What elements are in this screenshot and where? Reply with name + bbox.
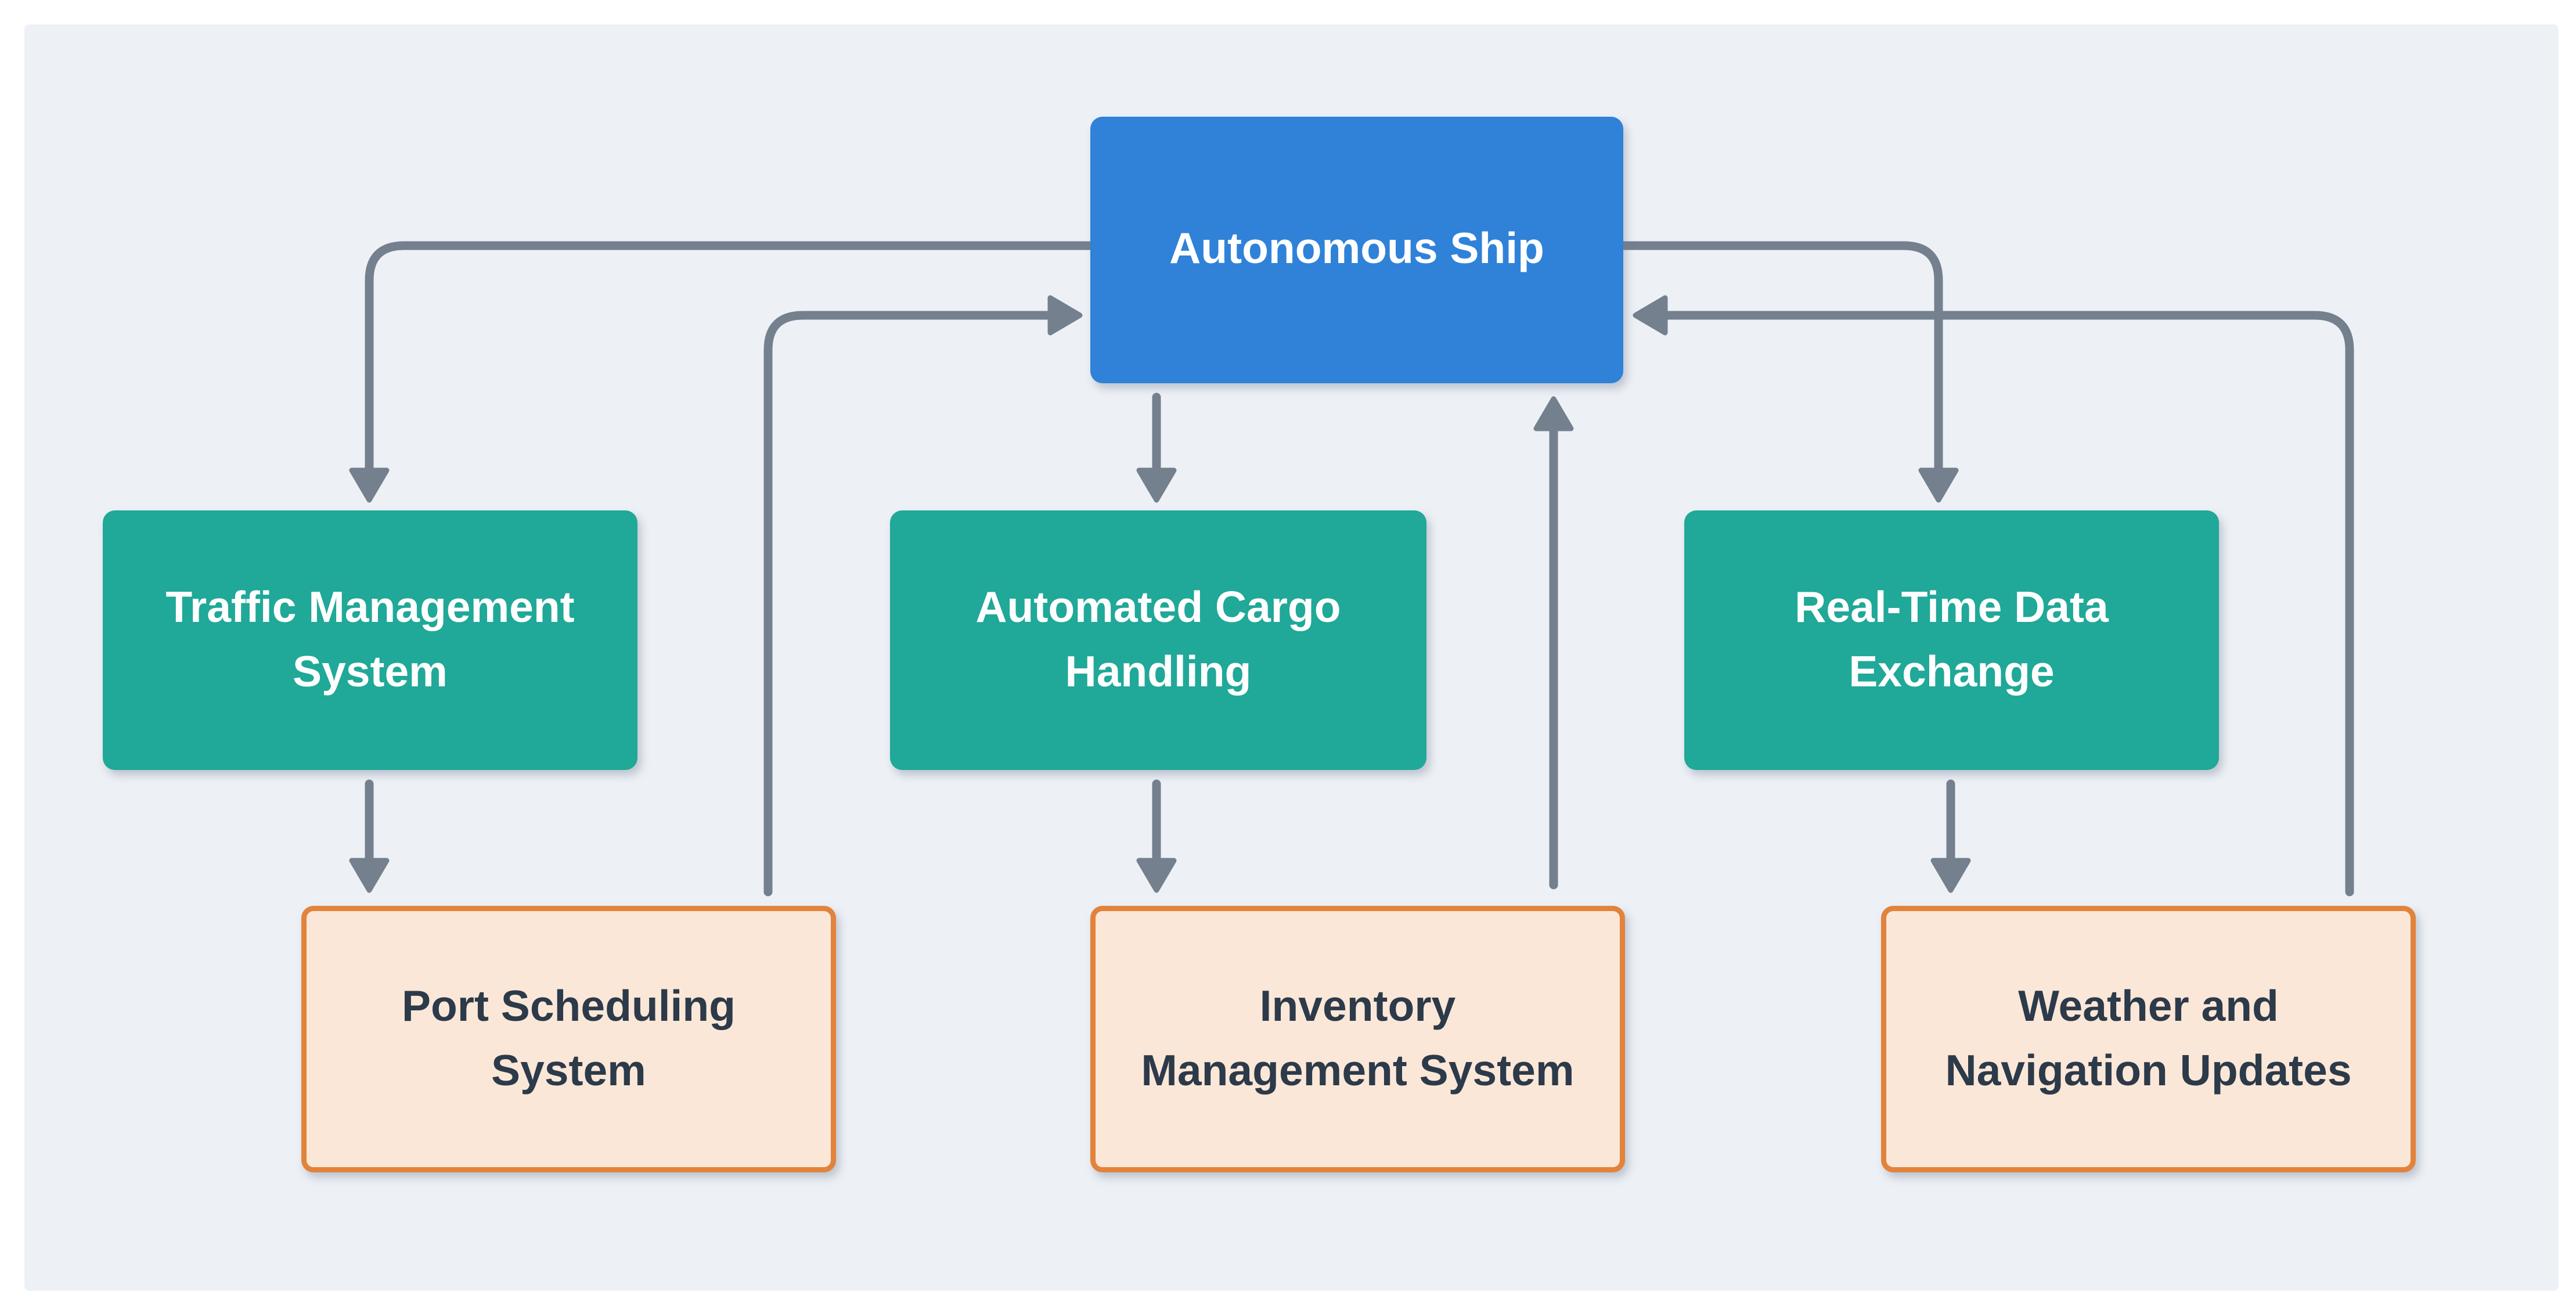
node-inventory-management-system: Inventory Management System (1090, 906, 1625, 1172)
node-label: Real-Time Data Exchange (1795, 584, 2109, 696)
node-port-scheduling-system: Port Scheduling System (301, 906, 836, 1172)
node-label: Traffic Management System (165, 584, 575, 696)
edge-weather-to-ship (1660, 311, 2354, 897)
node-label: Inventory Management System (1141, 982, 1575, 1095)
node-label: Automated Cargo Handling (975, 584, 1341, 696)
edge-port-to-ship (763, 311, 1055, 897)
arrowhead-down-icon (1930, 858, 1971, 893)
node-weather-and-navigation-updates: Weather and Navigation Updates (1881, 906, 2416, 1172)
node-automated-cargo-handling: Automated Cargo Handling (890, 510, 1426, 770)
node-real-time-data-exchange: Real-Time Data Exchange (1684, 510, 2219, 770)
arrowhead-up-icon (1533, 396, 1574, 431)
arrowhead-down-icon (349, 467, 390, 503)
arrowhead-left-icon (1633, 295, 1668, 336)
arrowhead-down-icon (1136, 467, 1177, 503)
node-label: Weather and Navigation Updates (1945, 982, 2352, 1095)
node-label: Port Scheduling System (401, 982, 736, 1095)
arrowhead-down-icon (349, 858, 390, 893)
node-autonomous-ship: Autonomous Ship (1090, 117, 1623, 383)
node-traffic-management-system: Traffic Management System (103, 510, 637, 770)
arrowhead-down-icon (1918, 467, 1959, 503)
edge-ship-to-traffic (365, 241, 1095, 475)
node-label: Autonomous Ship (1169, 225, 1544, 275)
arrowhead-down-icon (1136, 858, 1177, 893)
arrowhead-right-icon (1047, 295, 1083, 336)
edge-ship-to-realtime (1619, 241, 1943, 475)
